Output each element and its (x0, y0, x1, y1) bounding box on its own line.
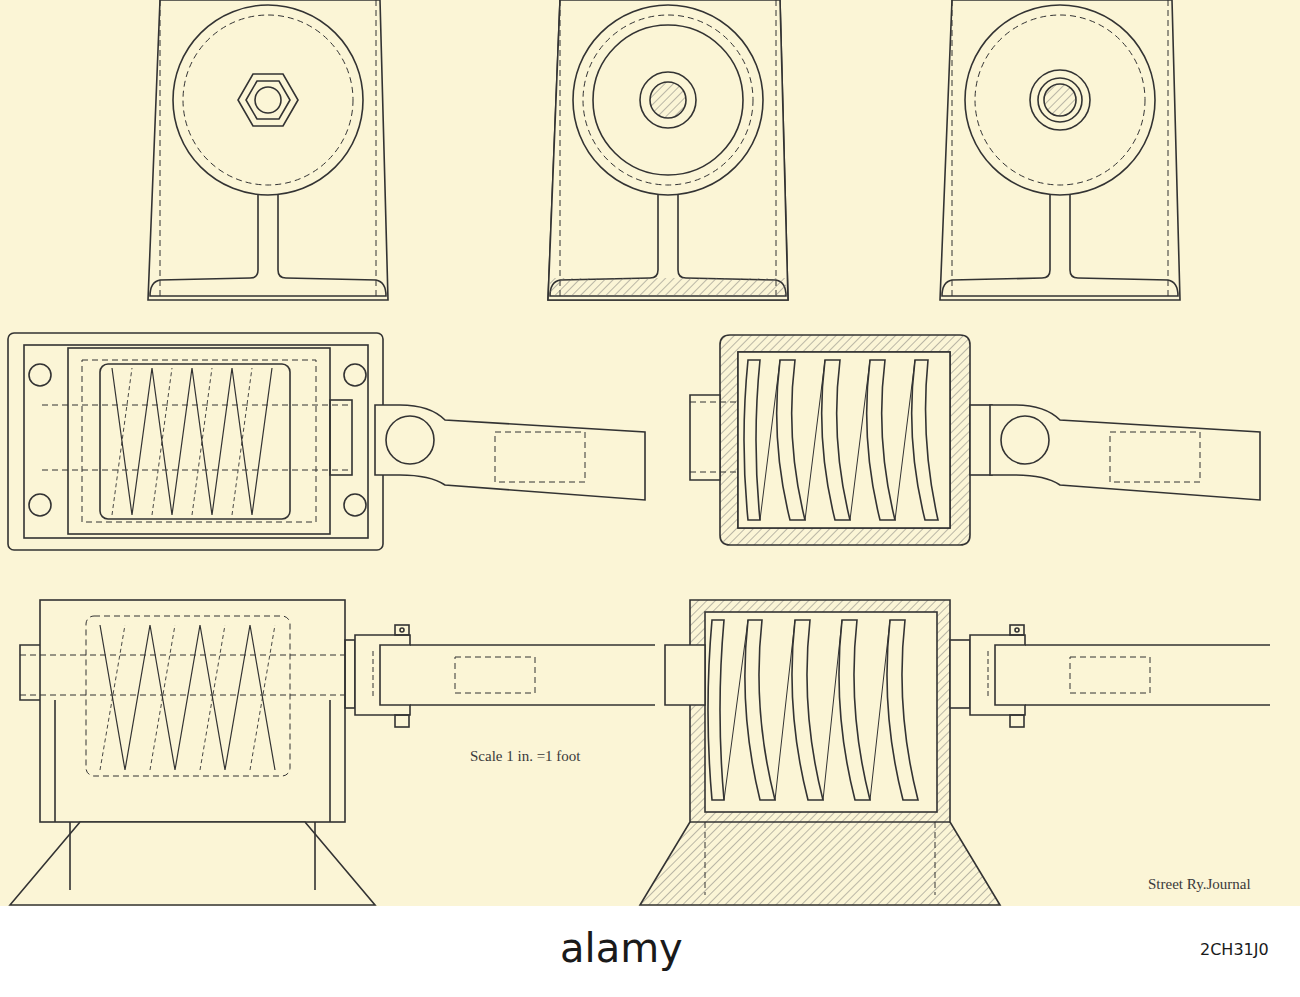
spring-drawbar-illustration (0, 0, 1300, 906)
journal-credit: Street Ry.Journal (1148, 876, 1251, 893)
watermark: alamy (560, 925, 683, 971)
watermark-id: 2CH31J0 (1200, 940, 1269, 959)
scale-note: Scale 1 in. =1 foot (470, 748, 581, 765)
